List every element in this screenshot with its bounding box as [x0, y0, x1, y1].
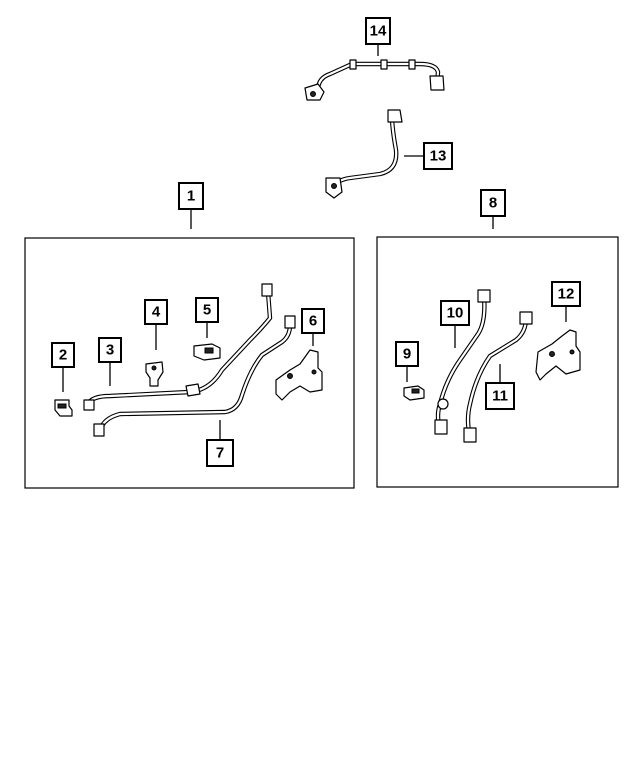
- callout-7: 7: [206, 439, 234, 467]
- part-12-bracket: [535, 329, 581, 381]
- part-10-tube: [434, 289, 491, 435]
- callout-8-label: 8: [489, 195, 497, 212]
- callout-2-label: 2: [59, 347, 67, 364]
- callout-13: 13: [423, 142, 453, 170]
- callout-9: 9: [395, 341, 419, 367]
- leader-lines: [62, 44, 567, 440]
- part-9-clip: [403, 385, 425, 401]
- part-2-clip: [54, 399, 73, 417]
- callout-4-label: 4: [152, 304, 161, 321]
- callout-3: 3: [98, 337, 122, 363]
- callout-13-label: 13: [430, 148, 447, 165]
- callout-6: 6: [301, 308, 325, 334]
- callout-1: 1: [178, 182, 204, 210]
- callout-5-label: 5: [203, 302, 211, 319]
- callout-10-label: 10: [447, 305, 464, 322]
- part-14-tube: [304, 59, 445, 101]
- callout-12-label: 12: [558, 286, 575, 303]
- callout-9-label: 9: [403, 346, 411, 363]
- part-5-clip: [193, 343, 221, 361]
- callout-10: 10: [440, 300, 470, 326]
- callout-6-label: 6: [309, 313, 317, 330]
- part-13-tube: [325, 109, 403, 199]
- part-11-tube: [463, 311, 533, 443]
- group-frame-1: [24, 237, 355, 489]
- callout-14-label: 14: [370, 23, 387, 40]
- part-4-bracket: [145, 361, 201, 397]
- part-6-bracket: [275, 349, 323, 401]
- callout-4: 4: [144, 299, 168, 325]
- callout-3-label: 3: [106, 342, 114, 359]
- group-frame-8: [376, 236, 619, 488]
- callout-11-label: 11: [492, 388, 508, 405]
- callout-2: 2: [51, 342, 75, 368]
- part-3-tube: [83, 283, 273, 411]
- part-7-tube: [93, 315, 296, 437]
- callout-12: 12: [551, 281, 581, 307]
- callout-14: 14: [365, 17, 391, 45]
- callout-11: 11: [485, 382, 515, 410]
- callout-5: 5: [195, 297, 219, 323]
- callout-1-label: 1: [187, 188, 195, 205]
- callout-7-label: 7: [216, 445, 224, 462]
- callout-8: 8: [480, 189, 506, 217]
